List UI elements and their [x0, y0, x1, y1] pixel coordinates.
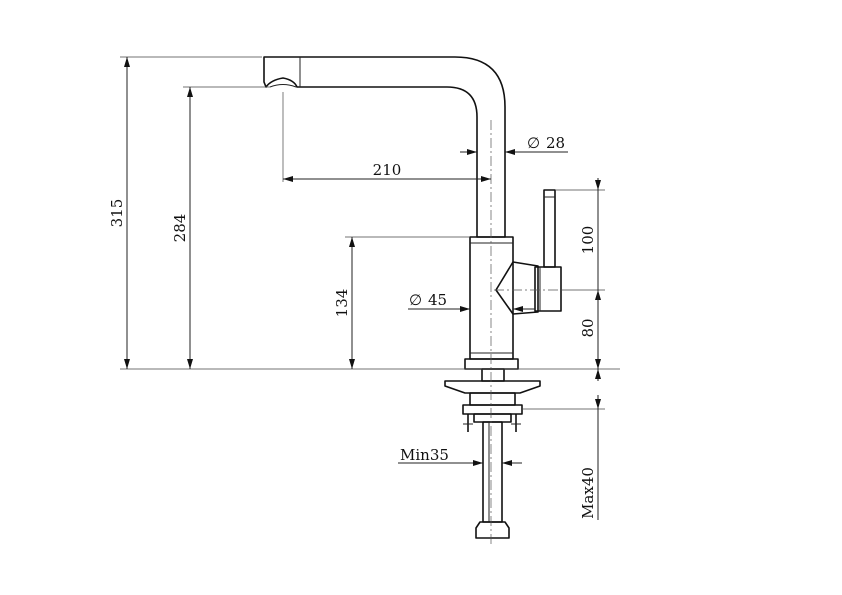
supply-tail: [482, 421, 503, 523]
dim-min-hole: Min35: [400, 446, 449, 464]
diameter-symbol-28: ∅: [527, 134, 540, 152]
faucet-outline: [263, 56, 562, 539]
lever-housing: [495, 261, 539, 315]
mounting-nut: [469, 392, 516, 406]
dimension-labels: 315 284 134 210 ∅ 28 ∅ 45 100 80 Max40 M…: [108, 134, 597, 519]
hose-fitting: [475, 521, 510, 539]
spout: [263, 56, 506, 238]
base-plate: [444, 380, 541, 394]
dim-total-height: 315: [108, 199, 126, 228]
center-lines: [490, 120, 560, 545]
aerator: [269, 84, 297, 88]
diameter-symbol-45: ∅: [409, 291, 422, 309]
lever-handle: [543, 189, 556, 268]
dim-max-deck: Max40: [579, 467, 597, 519]
extension-lines: [120, 56, 620, 410]
dimension-lines: [124, 57, 601, 520]
dim-spout-reach: 210: [373, 161, 402, 179]
dim-lever-height: 100: [579, 226, 597, 255]
dim-spout-height: 284: [171, 214, 189, 243]
dim-body-diameter: 45: [428, 291, 447, 309]
dim-body-height: 134: [333, 289, 351, 318]
dim-spout-diameter: 28: [546, 134, 565, 152]
dim-lever-offset: 80: [579, 318, 597, 337]
faucet-body: [469, 236, 514, 360]
